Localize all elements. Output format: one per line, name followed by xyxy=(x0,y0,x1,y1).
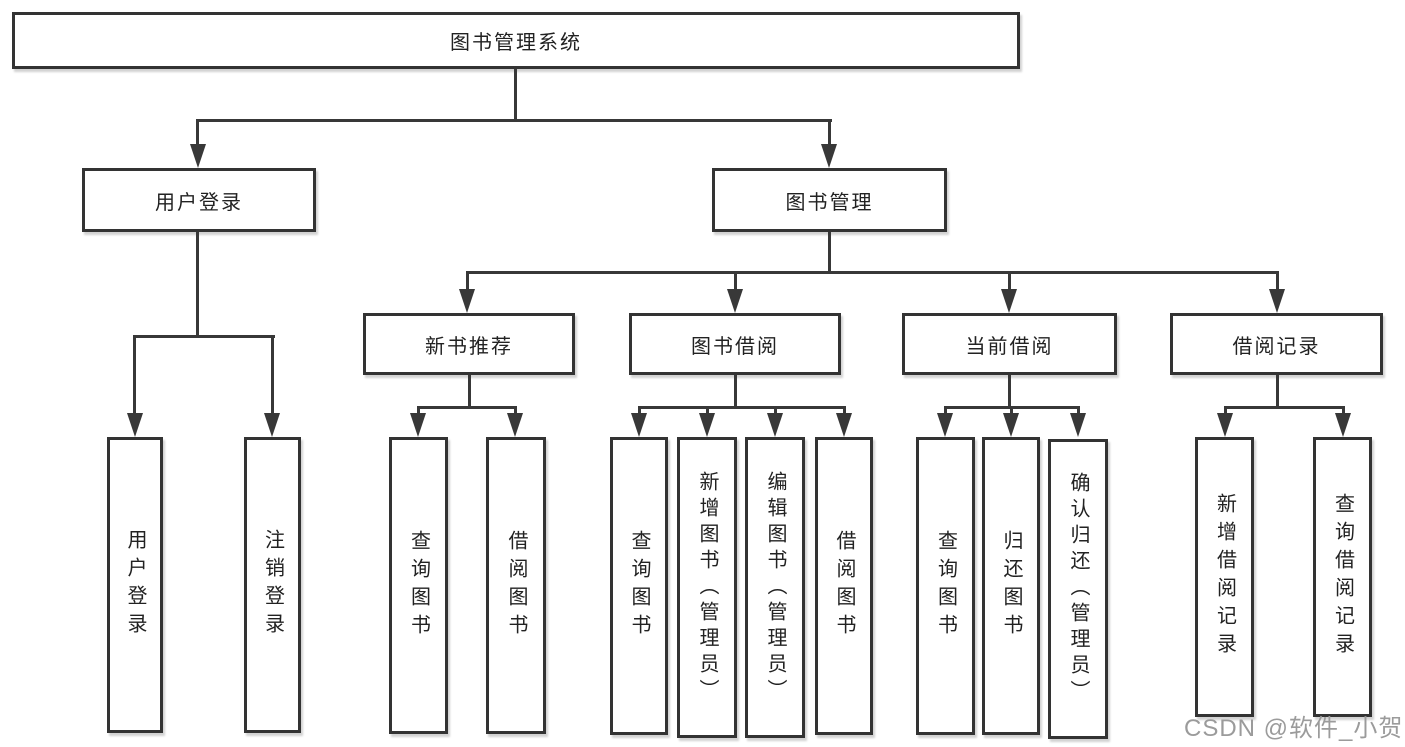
node-book-management: 图书管理 xyxy=(712,168,947,232)
leaf-logout-label: 注销登录 xyxy=(261,529,284,641)
leaf-return-book: 归还图书 xyxy=(982,437,1040,735)
connector-book-management-vertical xyxy=(828,232,831,274)
arrowhead-current-borrowing xyxy=(1001,289,1017,313)
connector-stub-borrow1 xyxy=(514,406,517,418)
node-user-login-label: 用户登录 xyxy=(155,191,243,214)
connector-stub-leaf-login xyxy=(133,335,136,417)
connector-user-login-vertical xyxy=(196,232,199,338)
node-borrowing-records: 借阅记录 xyxy=(1170,313,1383,375)
leaf-add-book-admin-label: 新增图书（管理员） xyxy=(696,470,718,705)
leaf-query-borrow-record: 查询借阅记录 xyxy=(1313,437,1372,717)
arrowhead-borrowing-records xyxy=(1269,289,1285,313)
csdn-watermark: CSDN @软件_小贺同学 xyxy=(1184,715,1405,742)
leaf-query-books-3: 查询图书 xyxy=(916,437,975,735)
leaf-borrow-books-2: 借阅图书 xyxy=(815,437,873,735)
arrowhead-leaf-login xyxy=(127,413,143,437)
connector-current-borrowing-vertical2 xyxy=(1008,375,1011,409)
leaf-user-login: 用户登录 xyxy=(107,437,163,733)
leaf-query-books-3-label: 查询图书 xyxy=(934,530,957,642)
node-current-borrowing: 当前借阅 xyxy=(902,313,1117,375)
arrowhead-query-record xyxy=(1335,413,1351,437)
node-borrowing-records-label: 借阅记录 xyxy=(1232,335,1321,358)
connector-stub-current-borrowing xyxy=(1008,271,1011,293)
node-new-book-recommend-label: 新书推荐 xyxy=(425,335,513,358)
connector-stub-borrow2 xyxy=(843,406,846,418)
arrowhead-book-management xyxy=(821,144,837,168)
connector-new-book-vertical xyxy=(468,375,471,409)
leaf-query-books-2-label: 查询图书 xyxy=(628,530,650,642)
arrowhead-new-book xyxy=(459,289,475,313)
arrowhead-user-login xyxy=(190,144,206,168)
leaf-add-borrow-record-label: 新增借阅记录 xyxy=(1213,493,1236,661)
arrowhead-query2 xyxy=(631,413,647,437)
node-book-management-label: 图书管理 xyxy=(785,191,874,214)
leaf-query-books-1: 查询图书 xyxy=(389,437,448,734)
arrowhead-query1 xyxy=(410,413,426,437)
connector-stub-user-login xyxy=(196,119,199,149)
leaf-borrow-books-1: 借阅图书 xyxy=(486,437,546,734)
leaf-confirm-return-admin: 确认归还（管理员） xyxy=(1048,439,1108,739)
node-root: 图书管理系统 xyxy=(12,12,1020,69)
node-new-book-recommend: 新书推荐 xyxy=(363,313,575,375)
leaf-query-books-1-label: 查询图书 xyxy=(407,529,430,642)
node-book-borrowing: 图书借阅 xyxy=(629,313,841,375)
connector-stub-add-book xyxy=(706,406,709,418)
leaf-query-borrow-record-label: 查询借阅记录 xyxy=(1331,493,1354,661)
connector-root-horizontal xyxy=(196,119,832,122)
arrowhead-book-borrowing xyxy=(727,289,743,313)
arrowhead-add-book xyxy=(699,413,715,437)
arrowhead-edit-book xyxy=(767,413,783,437)
connector-borrowing-records-vertical2 xyxy=(1276,375,1279,409)
leaf-user-login-label: 用户登录 xyxy=(124,529,146,641)
leaf-add-book-admin: 新增图书（管理员） xyxy=(677,437,737,738)
arrowhead-leaf-logout xyxy=(264,413,280,437)
connector-stub-return-book xyxy=(1010,406,1013,418)
arrowhead-borrow1 xyxy=(507,413,523,437)
leaf-add-borrow-record: 新增借阅记录 xyxy=(1195,437,1254,717)
connector-stub-query2 xyxy=(638,406,641,418)
connector-new-book-horizontal xyxy=(417,406,517,409)
node-root-label: 图书管理系统 xyxy=(450,32,582,54)
node-user-login: 用户登录 xyxy=(82,168,316,232)
connector-stub-query-record xyxy=(1342,406,1345,418)
node-current-borrowing-label: 当前借阅 xyxy=(965,335,1054,358)
arrowhead-borrow2 xyxy=(836,413,852,437)
connector-stub-book-management xyxy=(828,119,831,149)
connector-borrowing-records-horizontal2 xyxy=(1224,406,1344,409)
connector-book-borrowing-horizontal2 xyxy=(638,406,846,409)
leaf-borrow-books-1-label: 借阅图书 xyxy=(505,529,527,642)
leaf-return-book-label: 归还图书 xyxy=(1000,530,1022,642)
connector-user-login-horizontal xyxy=(133,335,275,338)
connector-stub-confirm-return xyxy=(1077,406,1080,418)
connector-book-borrowing-vertical2 xyxy=(734,375,737,409)
leaf-query-books-2: 查询图书 xyxy=(610,437,668,735)
arrowhead-query3 xyxy=(937,413,953,437)
connector-book-management-horizontal xyxy=(466,271,1279,274)
node-book-borrowing-label: 图书借阅 xyxy=(691,335,779,358)
leaf-confirm-return-admin-label: 确认归还（管理员） xyxy=(1067,472,1089,706)
connector-stub-borrowing-records xyxy=(1276,271,1279,293)
connector-stub-query1 xyxy=(417,406,420,418)
leaf-edit-book-admin: 编辑图书（管理员） xyxy=(745,437,805,738)
leaf-borrow-books-2-label: 借阅图书 xyxy=(833,530,855,642)
connector-stub-edit-book xyxy=(774,406,777,418)
connector-root-vertical xyxy=(514,69,517,122)
connector-stub-book-borrowing xyxy=(734,271,737,293)
arrowhead-add-record xyxy=(1217,413,1233,437)
leaf-logout: 注销登录 xyxy=(244,437,301,733)
connector-stub-add-record xyxy=(1224,406,1227,418)
connector-stub-leaf-logout xyxy=(271,335,274,417)
arrowhead-confirm-return xyxy=(1070,413,1086,437)
connector-stub-new-book xyxy=(466,271,469,293)
connector-stub-query3 xyxy=(944,406,947,418)
leaf-edit-book-admin-label: 编辑图书（管理员） xyxy=(764,470,786,705)
arrowhead-return-book xyxy=(1003,413,1019,437)
